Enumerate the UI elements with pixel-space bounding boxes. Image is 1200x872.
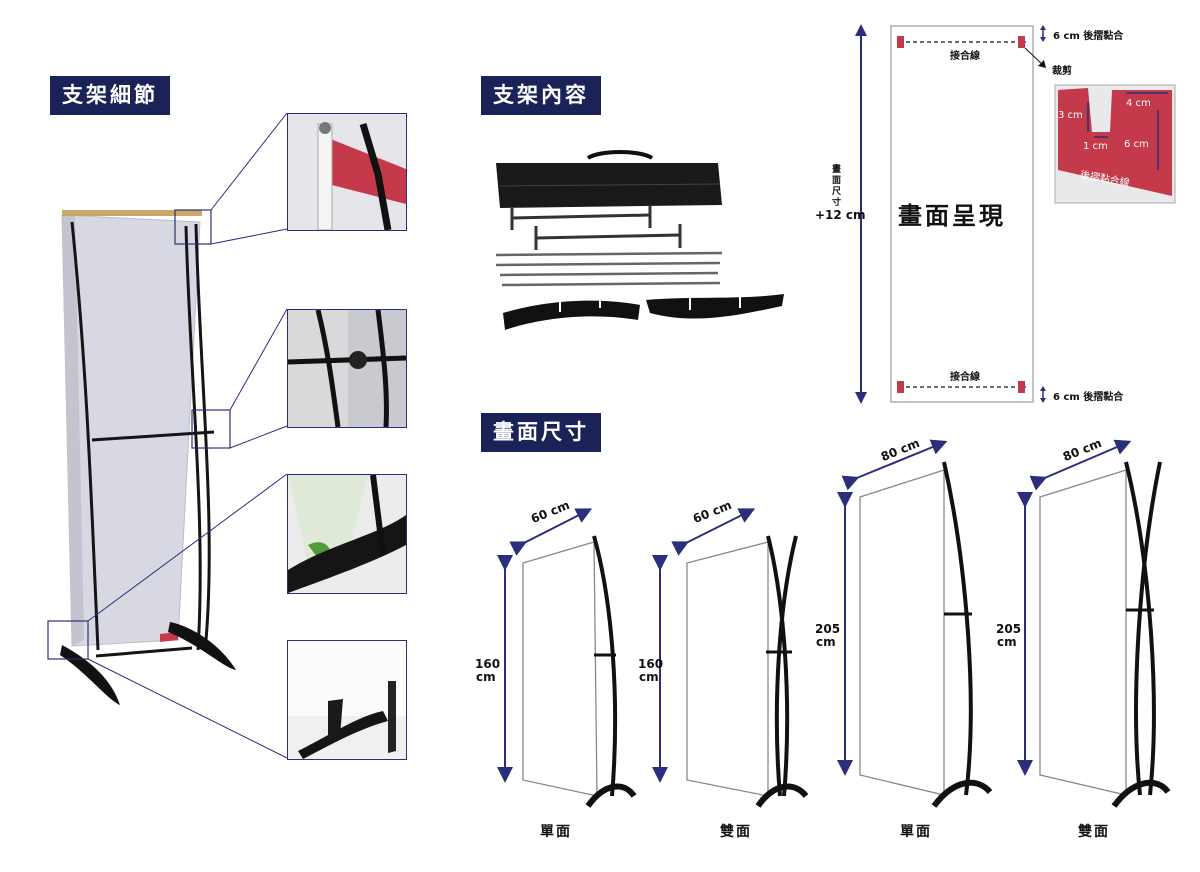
dim4-caption: 雙面 [1078, 824, 1110, 840]
dim3-caption: 單面 [900, 824, 932, 840]
callout-top [174, 209, 212, 245]
stand-diagram-1 [497, 508, 637, 808]
dim4-height: 205 [996, 622, 1022, 636]
dim1-caption: 單面 [540, 824, 572, 840]
dim3-unit: cm [816, 635, 836, 649]
stand-illustration [47, 112, 288, 759]
dim4-unit: cm [997, 635, 1017, 649]
dim3-height: 205 [815, 622, 841, 636]
back-foot [168, 622, 236, 670]
t-bars [510, 205, 682, 250]
inset-dim-4: 4 cm [1126, 98, 1151, 109]
base-foot-left [503, 300, 640, 330]
callout-foot [47, 620, 89, 660]
bottom-fold-label: 6 cm 後摺黏合 [1053, 392, 1124, 403]
detail-photo-top [287, 113, 407, 231]
detail-photo-foot [287, 474, 407, 594]
bottom-seam-label: 接合線 [950, 372, 980, 383]
callout-mid [191, 409, 231, 449]
detail-photo-mid [287, 309, 407, 428]
detail-photo-base [287, 640, 407, 760]
header-stand-details: 支架細節 [50, 76, 170, 115]
height-label: 畫面尺寸 [832, 165, 842, 208]
inset-dim-3: 3 cm [1058, 110, 1083, 121]
banner-red-edge [160, 632, 178, 642]
dim1-unit: cm [476, 670, 496, 684]
carry-bag [496, 150, 722, 208]
inset-dim-6: 6 cm [1124, 139, 1149, 150]
inset-dim-1: 1 cm [1083, 141, 1108, 152]
front-foot [60, 645, 120, 705]
stand-diagram-4 [1017, 439, 1171, 808]
dim2-caption: 雙面 [720, 824, 752, 840]
top-fold-label: 6 cm 後摺黏合 [1053, 31, 1124, 42]
cut-label: 裁剪 [1052, 66, 1072, 77]
header-print-size: 畫面尺寸 [481, 413, 601, 452]
stand-diagram-2 [652, 508, 809, 808]
dim2-height: 160 [638, 657, 664, 671]
base-foot-right [646, 294, 784, 319]
stand-diagram-3 [837, 439, 993, 808]
top-seam-label: 接合線 [950, 51, 980, 62]
poles [495, 251, 723, 287]
print-area [890, 25, 1034, 403]
header-stand-contents: 支架內容 [481, 76, 601, 115]
dim1-height: 160 [475, 657, 501, 671]
dim2-unit: cm [639, 670, 659, 684]
print-center-text: 畫面呈現 [898, 202, 1006, 230]
height-plus-label: +12 cm [815, 208, 866, 222]
